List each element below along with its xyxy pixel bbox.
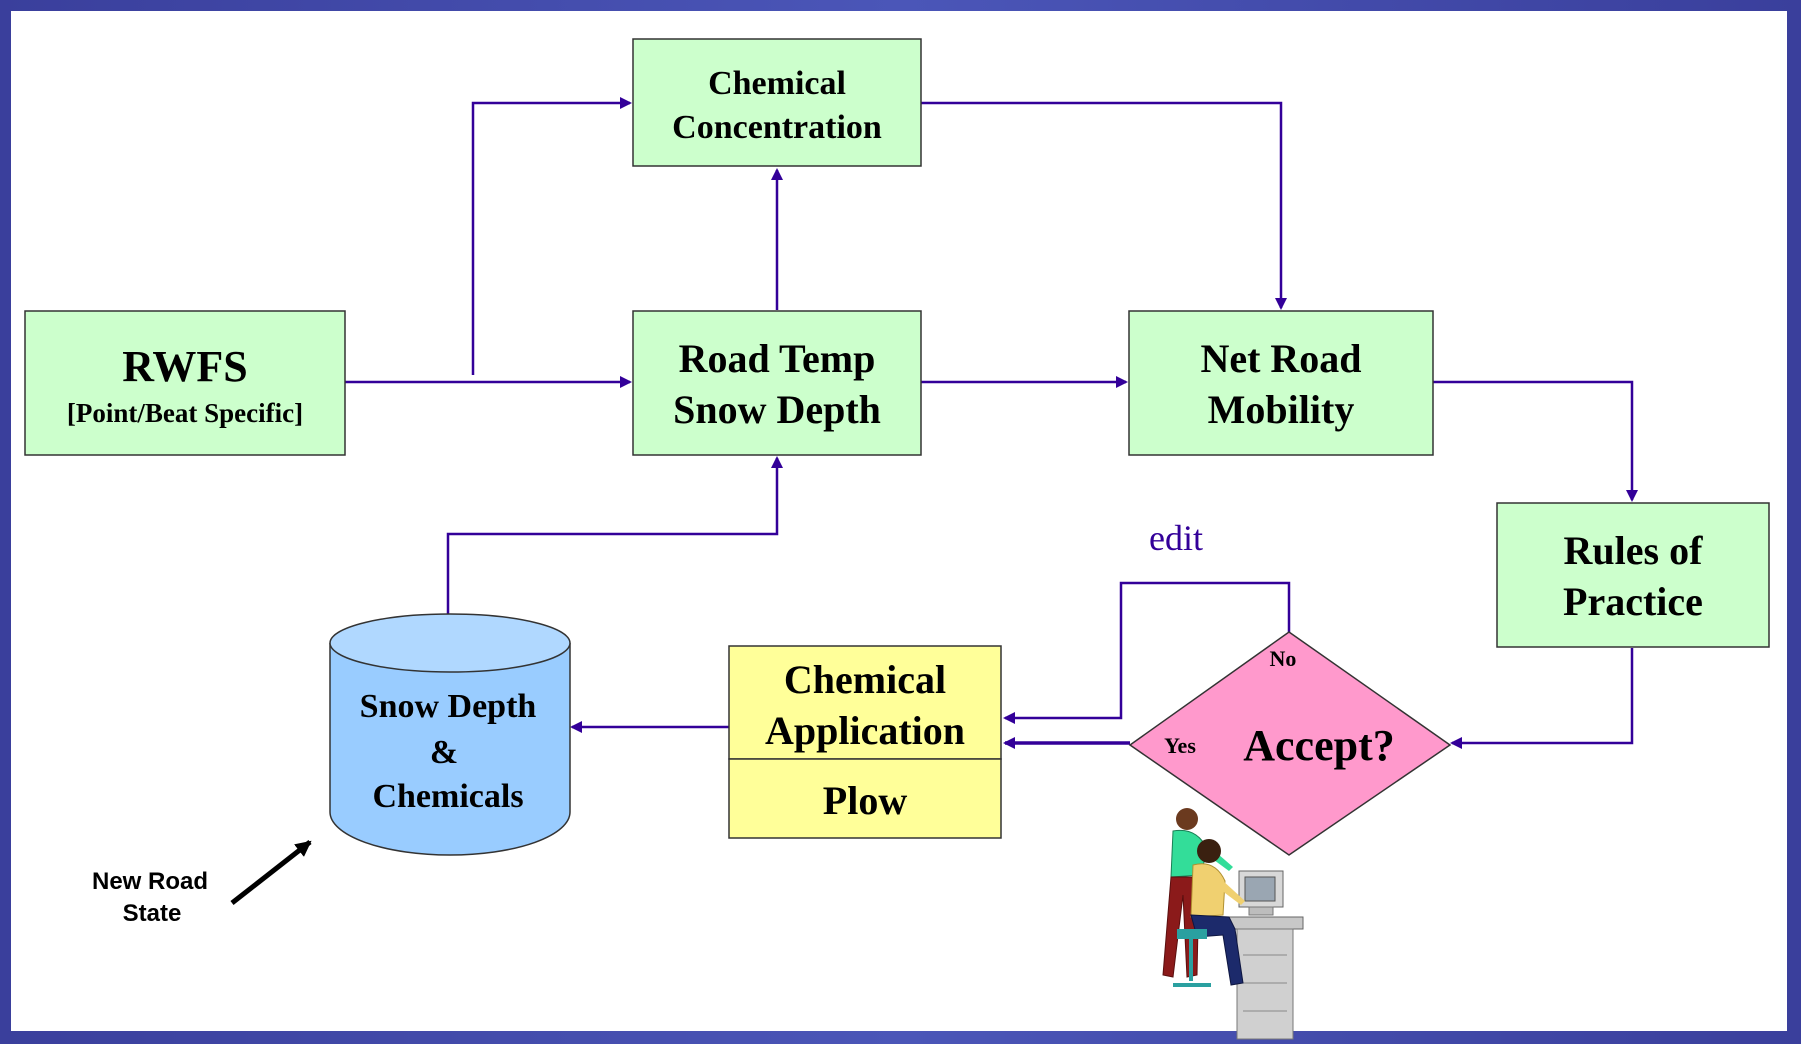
rules-of-practice-box: Rules of Practice (1496, 502, 1770, 648)
slide-frame (11, 11, 1787, 1031)
accept-label: Accept? (1243, 721, 1395, 770)
chemical-concentration-line1: Chemical (708, 65, 846, 102)
chemical-concentration-box: Chemical Concentration (632, 38, 922, 167)
store-line2: & (430, 734, 458, 771)
arrow-rwfs-to-chemconc (471, 97, 632, 375)
arrow-rules-to-accept (1450, 648, 1634, 749)
new-road-state-line1: New Road (92, 868, 208, 895)
rules-of-practice-line1: Rules of (1564, 528, 1704, 573)
accept-yes-label: Yes (1164, 733, 1196, 758)
chemical-application-line2: Application (765, 708, 965, 753)
store-line3: Chemicals (372, 778, 523, 815)
people-at-computer-icon (1162, 808, 1304, 1040)
road-temp-box: Road Temp Snow Depth (632, 310, 922, 456)
chemical-application-line1: Chemical (784, 657, 946, 702)
arrow-store-to-roadtemp (446, 456, 783, 614)
new-road-state: New Road State (92, 840, 312, 927)
new-road-state-line2: State (123, 900, 182, 927)
arrow-accept-no-edit (1003, 581, 1291, 724)
chemical-application-box: Chemical Application Plow (728, 645, 1002, 839)
accept-no-label: No (1270, 646, 1297, 671)
plow-label: Plow (823, 778, 908, 823)
accept-decision: Accept? No Yes (1128, 631, 1452, 856)
rwfs-title: RWFS (122, 342, 248, 391)
arrow-chemconc-to-netroad (921, 101, 1287, 310)
arrow-netroad-to-rules (1433, 380, 1638, 502)
connectors (345, 97, 1638, 749)
new-road-state-arrow (230, 840, 312, 905)
chemical-concentration-line2: Concentration (672, 109, 882, 146)
store-line1: Snow Depth (360, 688, 537, 725)
edit-label: edit (1149, 518, 1203, 558)
net-road-mobility-line1: Net Road (1200, 336, 1361, 381)
rwfs-subtitle: [Point/Beat Specific] (67, 398, 303, 428)
road-temp-line1: Road Temp (679, 336, 876, 381)
snow-depth-chemicals-store: Snow Depth & Chemicals (329, 613, 571, 856)
net-road-mobility-box: Net Road Mobility (1128, 310, 1434, 456)
rwfs-box: RWFS [Point/Beat Specific] (24, 310, 346, 456)
rules-of-practice-line2: Practice (1563, 579, 1703, 624)
road-temp-line2: Snow Depth (673, 387, 881, 432)
net-road-mobility-line2: Mobility (1208, 387, 1355, 432)
